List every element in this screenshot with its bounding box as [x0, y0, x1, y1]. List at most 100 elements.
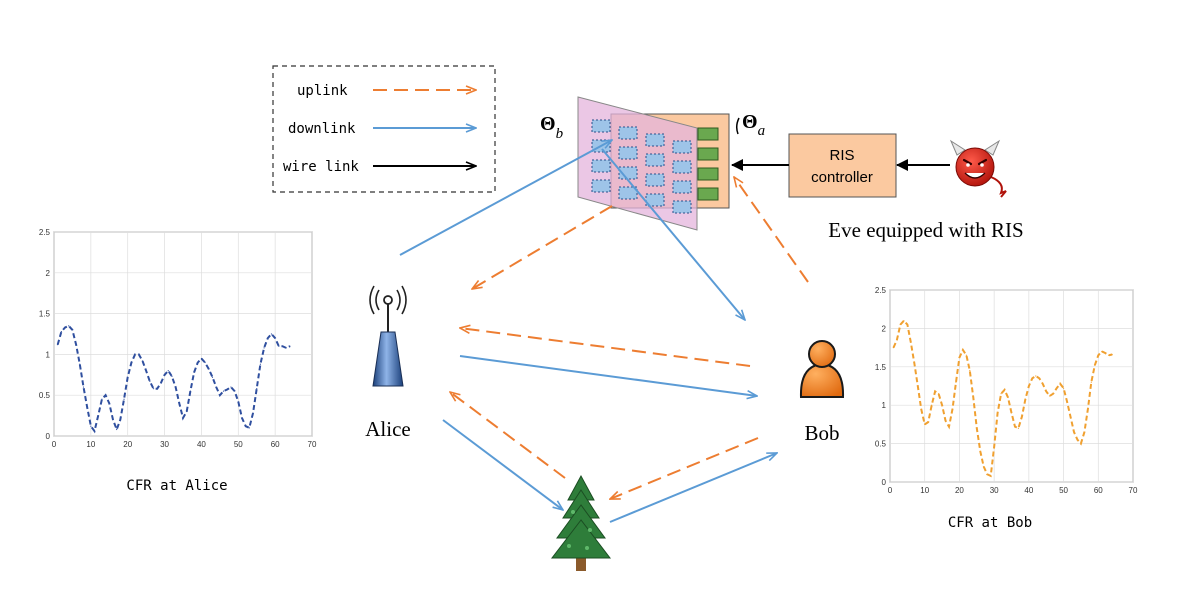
ris-element: [618, 146, 638, 160]
cfr-alice-data-point: [256, 388, 258, 390]
cfr-alice-x-tick-label: 50: [234, 440, 243, 449]
ris-element: [645, 153, 665, 167]
ris-element: [672, 160, 692, 174]
cfr-bob-data-point: [934, 390, 936, 392]
cfr-alice-data-point: [138, 353, 140, 355]
cfr-bob-data-point: [910, 341, 912, 343]
cfr-bob-x-tick-label: 20: [955, 486, 964, 495]
downlink-ris-to-bob: [601, 148, 745, 320]
cfr-bob-data-point: [1066, 400, 1068, 402]
uplink-bob-to-tree: [610, 437, 759, 500]
cfr-alice-data-point: [245, 425, 247, 427]
cfr-bob-data-point: [1094, 364, 1096, 366]
theta-b-label: Θb: [540, 113, 564, 142]
cfr-bob-series-line: [892, 319, 1113, 478]
cfr-alice-data-point: [75, 344, 77, 346]
uplink-bob-to-alice: [460, 328, 751, 367]
cfr-alice-data-point: [79, 363, 81, 365]
legend-uplink-label: uplink: [297, 83, 348, 99]
cfr-bob-data-point: [1024, 398, 1026, 400]
cfr-bob-y-tick-label: 1: [882, 401, 887, 410]
cfr-bob-data-point: [896, 339, 898, 341]
cfr-alice-data-point: [178, 402, 180, 404]
cfr-bob-data-point: [1021, 416, 1023, 418]
cfr-bob-x-tick-label: 50: [1059, 486, 1068, 495]
cfr-bob-data-point: [913, 362, 915, 364]
cfr-bob-data-point: [1090, 381, 1092, 383]
cfr-bob-data-point: [990, 475, 992, 477]
cfr-bob-data-point: [1087, 408, 1089, 410]
cfr-bob-data-point: [1080, 443, 1082, 445]
cfr-bob-data-point: [955, 381, 957, 383]
cfr-alice-data-point: [222, 390, 225, 392]
cfr-alice-data-point: [64, 326, 66, 329]
cfr-bob-data-point: [1056, 387, 1058, 389]
ris-element: [618, 126, 638, 140]
cfr-bob-data-point: [983, 466, 985, 468]
cfr-alice-data-point: [281, 345, 284, 347]
cfr-alice-data-point: [163, 374, 166, 376]
ris-element: [591, 179, 611, 193]
cfr-bob-data-point: [1052, 393, 1054, 395]
cfr-bob-y-tick-label: 2.5: [875, 286, 887, 295]
cfr-bob-data-point: [924, 423, 926, 425]
cfr-alice-data-point: [167, 370, 169, 372]
cfr-alice-x-tick-label: 20: [123, 440, 132, 449]
theta-a-subscript: a: [758, 123, 766, 139]
cfr-alice-y-tick-label: 2.5: [39, 228, 51, 237]
cfr-alice-data-point: [193, 371, 195, 373]
cfr-alice-data-point: [219, 394, 221, 396]
downlink-alice-to-bob: [459, 355, 757, 396]
cfr-alice-data-point: [68, 325, 70, 327]
person-icon: [799, 340, 845, 398]
legend-box: [272, 65, 496, 193]
cfr-bob-data-point: [1038, 377, 1040, 379]
cfr-alice-data-point: [186, 410, 188, 413]
eve-label: Eve equipped with RIS: [828, 218, 1023, 242]
ris-element: [672, 140, 692, 154]
cfr-bob-data-point: [1031, 377, 1033, 379]
cfr-alice-data-point: [230, 386, 232, 388]
cfr-alice-data-point: [71, 329, 74, 331]
theta-a-bracket: [735, 117, 740, 135]
cfr-alice-data-point: [57, 344, 59, 346]
cfr-alice-data-point: [156, 388, 158, 390]
cfr-bob-data-point: [1076, 439, 1079, 441]
legend-wire-link-label: wire link: [283, 159, 359, 175]
ris-controller: RIS controller: [788, 133, 897, 198]
cfr-bob-data-point: [892, 347, 895, 349]
cfr-alice-data-point: [234, 390, 236, 392]
theta-b-symbol: Θ: [540, 113, 556, 135]
ris-controller-line1: RIS: [829, 147, 854, 164]
cfr-alice-data-point: [105, 394, 107, 396]
cfr-alice-y-tick-label: 0.5: [39, 391, 51, 400]
cfr-alice-data-point: [130, 361, 132, 364]
uplink-bob-to-ris: [734, 177, 809, 283]
cfr-bob-data-point: [962, 349, 964, 351]
theta-a-symbol: Θ: [742, 111, 758, 133]
cfr-alice-data-point: [263, 347, 265, 349]
cfr-alice-title: CFR at Alice: [126, 478, 227, 494]
cfr-bob-data-point: [965, 354, 967, 356]
cfr-alice-data-point: [252, 412, 254, 414]
cfr-bob-title: CFR at Bob: [948, 515, 1032, 531]
cfr-alice-data-point: [197, 361, 199, 364]
cfr-bob-data-point: [1083, 431, 1085, 433]
cfr-alice-data-point: [97, 415, 99, 417]
legend: uplink downlink wire link: [272, 65, 496, 193]
cfr-alice-data-point: [211, 376, 214, 378]
cfr-bob-data-point: [1111, 353, 1113, 356]
ris-active-element: [697, 147, 719, 161]
devil-icon: [949, 139, 1007, 198]
cfr-alice-data-point: [215, 386, 217, 388]
cfr-bob-data-point: [1062, 387, 1065, 389]
cfr-alice-data-point: [141, 360, 144, 362]
cfr-alice-data-point: [149, 380, 151, 382]
theta-a-label: Θa: [742, 111, 765, 139]
uplink-ris-to-alice: [472, 205, 613, 289]
cfr-alice-data-point: [82, 386, 85, 388]
cfr-alice-data-point: [108, 402, 110, 404]
ris-panel-icon: Θb Θa: [540, 96, 765, 231]
ris-green-elements: [697, 127, 719, 201]
cfr-alice-data-point: [278, 345, 280, 347]
